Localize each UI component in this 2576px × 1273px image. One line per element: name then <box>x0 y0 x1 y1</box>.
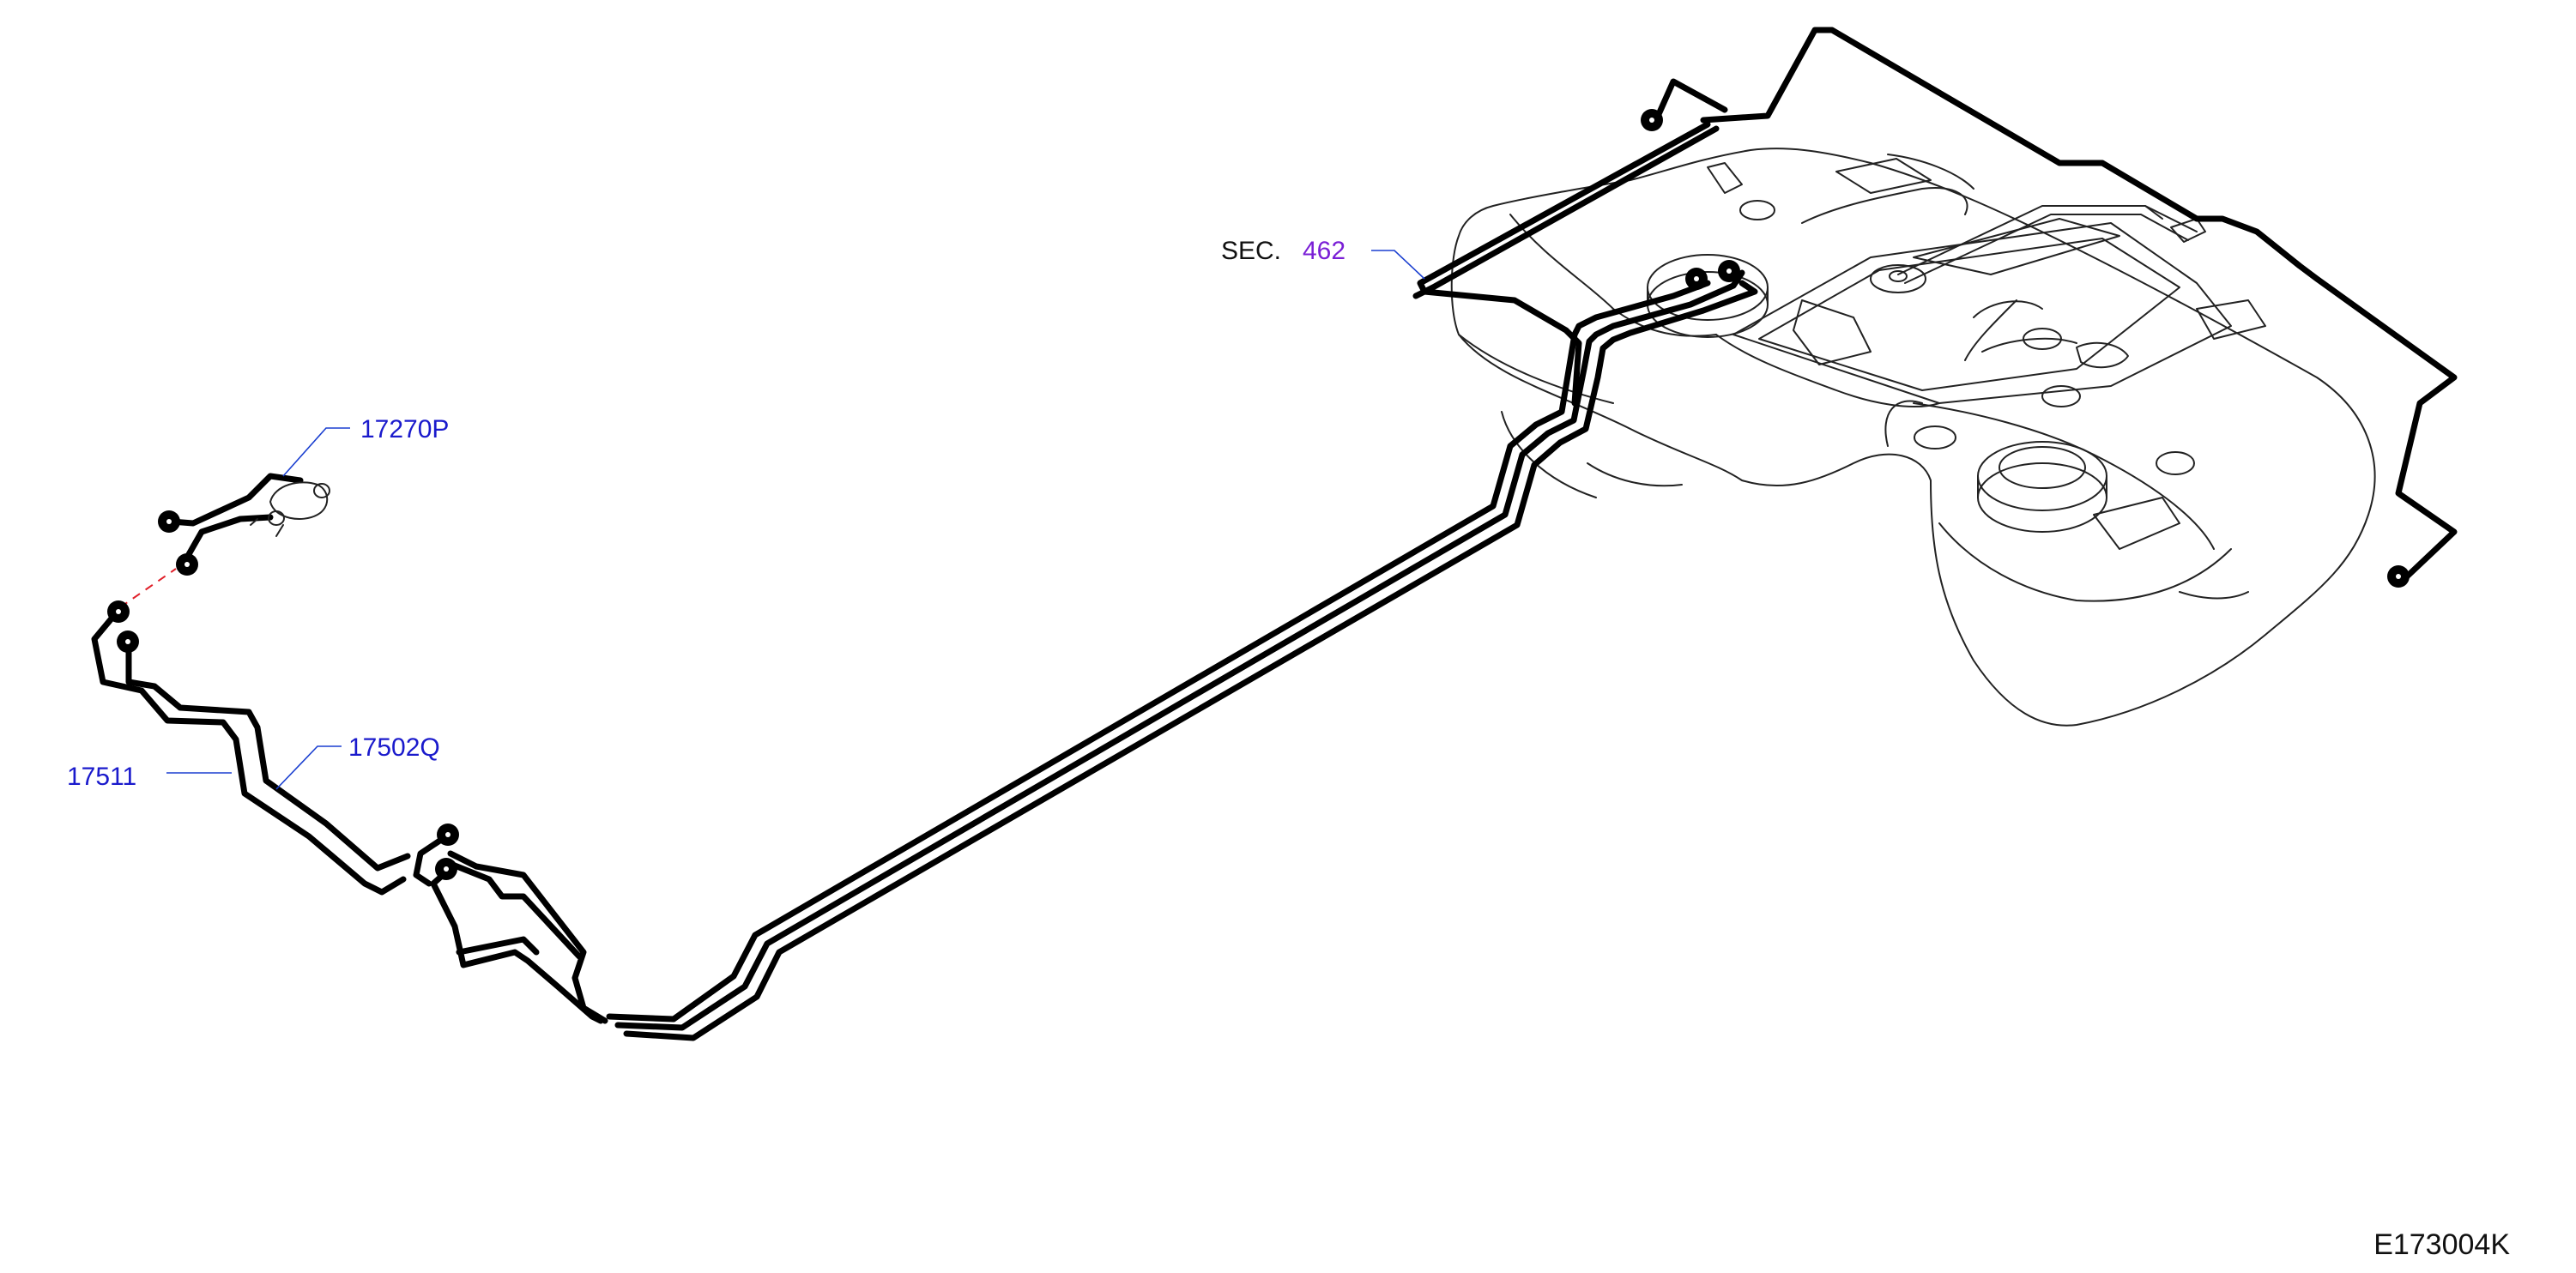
clip-point <box>437 824 459 846</box>
clip-point <box>435 858 457 880</box>
clip-point <box>176 553 198 576</box>
drawing-code: E173004K <box>2373 1228 2510 1261</box>
front-fuel-tubes <box>91 473 608 1024</box>
main-fuel-tube-bundle <box>606 121 1758 1041</box>
section-ref-number[interactable]: 462 <box>1303 237 1345 265</box>
clip-point <box>117 630 139 653</box>
part-label-17502Q: 17502Q <box>348 733 440 762</box>
clip-point <box>158 510 180 533</box>
clip-point <box>107 600 130 623</box>
tube-clips <box>107 109 2410 880</box>
clip-point <box>1685 268 1708 290</box>
fuel-filter <box>250 481 330 537</box>
clip-point <box>1718 260 1740 282</box>
clip-point <box>1641 109 1663 131</box>
part-label-17511: 17511 <box>67 763 136 791</box>
vent-tube <box>1653 27 2458 580</box>
leader-lines <box>166 250 1425 790</box>
clip-point <box>2387 565 2410 588</box>
fuel-tank <box>1450 148 2376 727</box>
section-ref-prefix: SEC. <box>1221 237 1281 265</box>
part-label-17270P: 17270P <box>360 415 449 443</box>
dashed-connector <box>119 568 177 608</box>
